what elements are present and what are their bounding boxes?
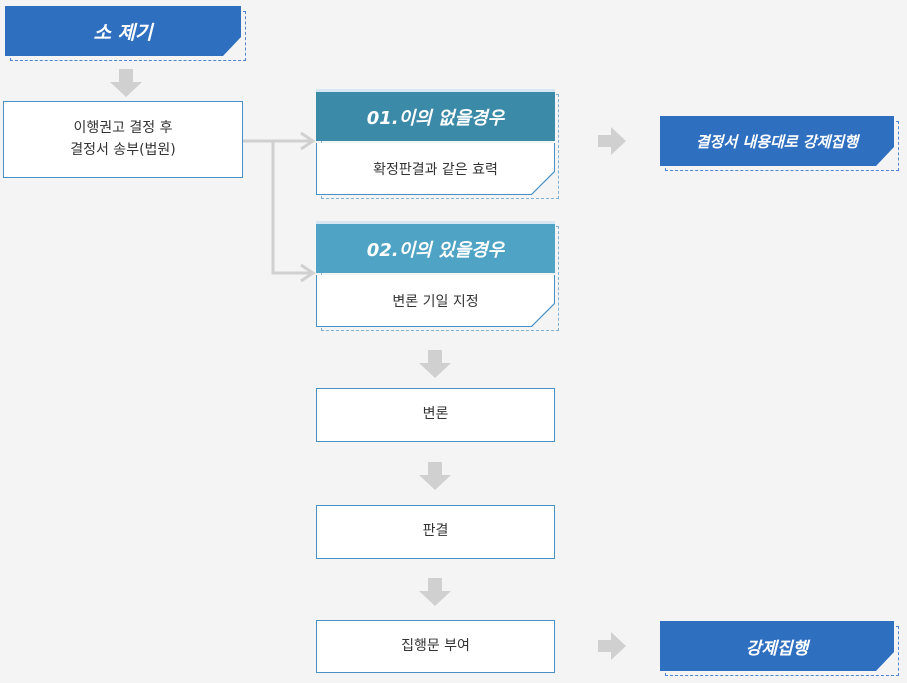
right-arrow-icon: [598, 632, 626, 660]
case2-header: 02.이의 있을경우: [316, 221, 555, 273]
case2-body-text: 변론 기일 지정: [392, 293, 479, 310]
execution-clause-step: 집행문 부여: [316, 620, 555, 673]
down-arrow-icon: [419, 578, 451, 606]
result-banner: 결정서 내용대로 강제집행: [660, 116, 894, 166]
final-label: 강제집행: [745, 638, 809, 659]
case1-header: 01.이의 없을경우: [316, 89, 555, 141]
decision-step-line2: 결정서 송부(법원): [70, 141, 176, 158]
case1-result-label: 결정서 내용대로 강제집행: [695, 132, 859, 151]
argument-step: 변론: [316, 388, 555, 442]
decision-step-line1: 이행권고 결정 후: [73, 119, 173, 136]
case1-body: 확정판결과 같은 효력: [316, 143, 555, 195]
case1-card: 01.이의 없을경우 확정판결과 같은 효력: [316, 89, 555, 195]
right-arrow-icon: [598, 127, 626, 155]
decision-step-text: 이행권고 결정 후 결정서 송부(법원): [70, 118, 176, 161]
case2-card: 02.이의 있을경우 변론 기일 지정: [316, 221, 555, 327]
execution-clause-label: 집행문 부여: [401, 637, 470, 654]
case1-title: 01.이의 없을경우: [366, 107, 505, 129]
down-arrow-icon: [419, 350, 451, 378]
case1-body-text: 확정판결과 같은 효력: [373, 161, 498, 178]
start-banner: 소 제기: [5, 6, 241, 56]
judgment-label: 판결: [422, 523, 449, 540]
case2-corner: [531, 303, 555, 327]
case2-body: 변론 기일 지정: [316, 275, 555, 327]
argument-label: 변론: [422, 406, 449, 423]
start-label: 소 제기: [93, 21, 153, 44]
connector-arrow: [243, 131, 316, 283]
decision-step: 이행권고 결정 후 결정서 송부(법원): [3, 101, 243, 178]
down-arrow-icon: [419, 462, 451, 490]
case2-title: 02.이의 있을경우: [366, 239, 505, 261]
case1-corner: [531, 171, 555, 195]
judgment-step: 판결: [316, 505, 555, 559]
final-banner: 강제집행: [660, 621, 894, 671]
down-arrow-icon: [110, 69, 142, 97]
